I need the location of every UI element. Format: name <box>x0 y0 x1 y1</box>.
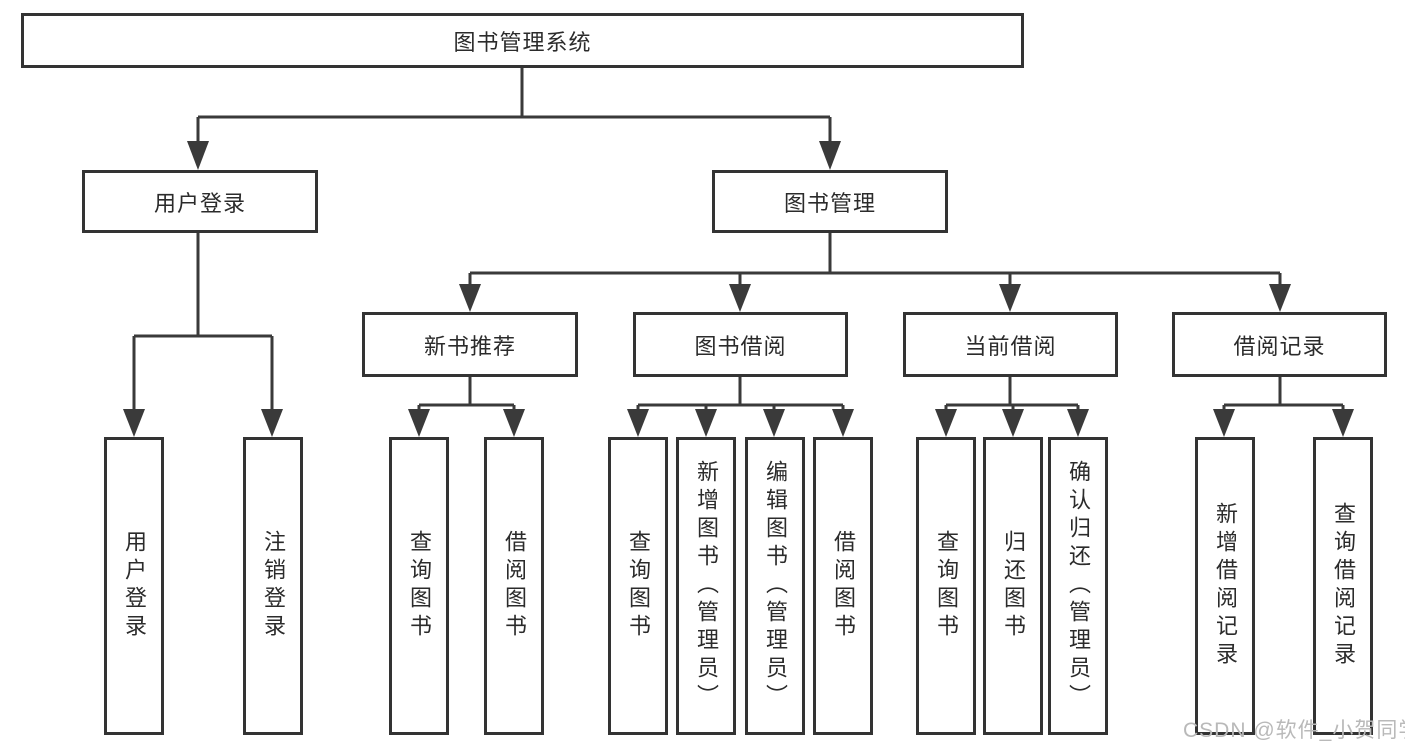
connector-root <box>187 65 841 170</box>
leaf-br-query-record-label: 查询借阅记录 <box>1331 502 1356 670</box>
leaf-bb-edit-books-admin: 编辑图书（管理员） <box>745 437 805 735</box>
node-book-borrow-label: 图书借阅 <box>694 333 787 359</box>
node-new-book-recommend-label: 新书推荐 <box>423 333 516 359</box>
leaf-cb-return-books-label: 归还图书 <box>1001 530 1026 642</box>
leaf-cb-query-books-label: 查询图书 <box>934 530 959 642</box>
connector-book-borrow <box>627 375 854 437</box>
leaf-bb-borrow-books-label: 借阅图书 <box>831 530 856 642</box>
node-root: 图书管理系统 <box>21 13 1024 68</box>
leaf-br-add-record: 新增借阅记录 <box>1195 437 1255 735</box>
node-book-management-label: 图书管理 <box>783 190 876 216</box>
leaf-bb-borrow-books: 借阅图书 <box>813 437 873 735</box>
leaf-user-login-label: 用户登录 <box>122 530 147 642</box>
leaf-bb-query-books: 查询图书 <box>608 437 668 735</box>
node-user-login: 用户登录 <box>82 170 318 233</box>
leaf-bb-query-books-label: 查询图书 <box>626 530 651 642</box>
leaf-nb-query-books: 查询图书 <box>389 437 449 735</box>
connector-book-management <box>459 231 1291 312</box>
connector-borrow-records <box>1213 375 1354 437</box>
leaf-bb-add-books-admin: 新增图书（管理员） <box>676 437 736 735</box>
leaf-nb-query-books-label: 查询图书 <box>407 530 432 642</box>
leaf-logout-login-label: 注销登录 <box>261 530 286 642</box>
node-root-label: 图书管理系统 <box>453 29 592 55</box>
connector-user-login <box>123 231 283 437</box>
leaf-bb-edit-books-admin-label: 编辑图书（管理员） <box>763 460 788 712</box>
connector-current-borrow <box>935 375 1089 437</box>
leaf-br-add-record-label: 新增借阅记录 <box>1213 502 1238 670</box>
leaf-bb-add-books-admin-label: 新增图书（管理员） <box>694 460 719 712</box>
leaf-cb-return-books: 归还图书 <box>983 437 1043 735</box>
leaf-cb-query-books: 查询图书 <box>916 437 976 735</box>
node-user-login-label: 用户登录 <box>153 190 246 216</box>
node-book-borrow: 图书借阅 <box>633 312 848 377</box>
leaf-logout-login: 注销登录 <box>243 437 303 735</box>
node-current-borrow-label: 当前借阅 <box>964 333 1057 359</box>
connector-new-book-recommend <box>408 375 525 437</box>
node-new-book-recommend: 新书推荐 <box>362 312 578 377</box>
node-current-borrow: 当前借阅 <box>903 312 1118 377</box>
csdn-watermark: CSDN @软件_小贺同学 <box>1183 719 1405 742</box>
leaf-user-login: 用户登录 <box>104 437 164 735</box>
leaf-nb-borrow-books: 借阅图书 <box>484 437 544 735</box>
leaf-br-query-record: 查询借阅记录 <box>1313 437 1373 735</box>
leaf-cb-confirm-return-admin: 确认归还（管理员） <box>1048 437 1108 735</box>
leaf-nb-borrow-books-label: 借阅图书 <box>502 530 527 642</box>
node-book-management: 图书管理 <box>712 170 948 233</box>
node-borrow-records-label: 借阅记录 <box>1233 333 1326 359</box>
leaf-cb-confirm-return-admin-label: 确认归还（管理员） <box>1066 460 1091 712</box>
node-borrow-records: 借阅记录 <box>1172 312 1387 377</box>
